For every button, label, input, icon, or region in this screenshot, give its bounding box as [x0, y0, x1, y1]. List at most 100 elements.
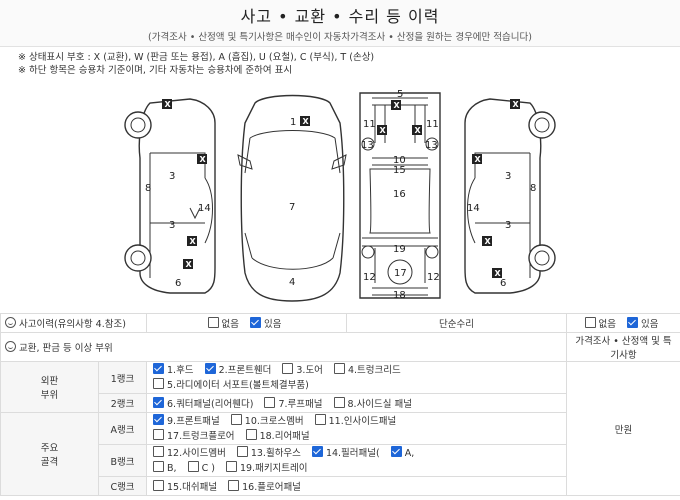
x-mark-icon	[187, 236, 197, 246]
history-table: 사고이력(유의사항 4.참조) 없음 있음 단순수리 없음 있음 교환, 판금 …	[0, 313, 680, 496]
svg-text:X: X	[394, 101, 401, 110]
frame-label-12-right: 12	[427, 272, 440, 283]
vehicle-diagram: 3 3 8 14 6 X X X X 1 X 7 4 5	[124, 89, 556, 302]
frame-label-10: 10	[393, 155, 406, 166]
inside-panel-checkbox[interactable]	[314, 413, 326, 425]
pillar-panel-checkbox[interactable]	[311, 445, 323, 457]
frame-label-19: 19	[393, 244, 406, 255]
radiator-support-checkbox[interactable]	[153, 377, 164, 389]
frame-label-16: 16	[393, 189, 406, 200]
accident-yes-label: 있음	[264, 319, 282, 330]
rankA-label: A랭크	[98, 412, 147, 445]
page-title: 사고 • 교환 • 수리 등 이력	[240, 7, 440, 26]
legend-notes: ※ 상태표시 부호 : X (교환), W (판금 또는 용접), A (흠집)…	[18, 51, 374, 77]
pillar-c-checkbox[interactable]	[187, 460, 199, 472]
left-door-rear-label: 3	[169, 220, 175, 231]
legend-note-symbols: ※ 상태표시 부호 : X (교환), W (판금 또는 용접), A (흠집)…	[18, 52, 375, 63]
top-view: 1 X 7 4	[237, 94, 347, 302]
svg-text:X: X	[495, 269, 502, 278]
door-checkbox[interactable]	[282, 362, 294, 374]
wheel-house-checkbox[interactable]	[236, 445, 248, 457]
exchange-label: 교환, 판금 등 이상 부위	[19, 343, 113, 354]
rear-panel-checkbox[interactable]	[245, 428, 257, 440]
dash-panel-checkbox[interactable]	[153, 480, 164, 491]
rank1-label: 1랭크	[98, 361, 147, 394]
left-side-view: 3 3 8 14 6 X X X X	[124, 98, 216, 294]
rankC-row: C랭크 15.대쉬패널 16.플로어패널	[1, 476, 680, 496]
trunk-lid-checkbox[interactable]	[333, 362, 345, 374]
frame-label-12-left: 12	[363, 272, 376, 283]
roof-panel-checkbox[interactable]	[264, 397, 276, 408]
accident-label: 사고이력(유의사항 4.참조)	[19, 319, 126, 330]
frame-label-18: 18	[393, 290, 406, 301]
right-side-view: 3 3 8 14 6 X X X X	[464, 98, 556, 294]
repair-no-checkbox[interactable]	[584, 317, 596, 328]
svg-text:X: X	[513, 100, 520, 109]
frame-label-11-left: 11	[363, 119, 376, 130]
trunk-label: 4	[289, 277, 295, 288]
left-pillar-label: 14	[198, 203, 211, 214]
right-rear-fender-label: 6	[500, 278, 506, 289]
svg-text:X: X	[380, 126, 387, 135]
x-mark-icon	[197, 154, 207, 164]
main-frame-label: 주요	[40, 443, 59, 454]
hood-checkbox[interactable]	[153, 362, 164, 374]
right-sill-label: 8	[530, 183, 536, 194]
cross-member-checkbox[interactable]	[230, 413, 242, 425]
svg-text:X: X	[303, 117, 310, 126]
svg-text:X: X	[475, 155, 482, 164]
smile-icon	[5, 317, 16, 328]
x-mark-icon	[510, 99, 520, 109]
exchange-header-row: 교환, 판금 등 이상 부위 가격조사 • 산정액 및 특기사항	[0, 332, 680, 362]
repair-yes-label: 있음	[641, 319, 659, 330]
price-value: 만원	[566, 361, 680, 496]
left-rear-fender-label: 6	[175, 278, 181, 289]
side-sill-checkbox[interactable]	[333, 397, 345, 408]
svg-text:X: X	[200, 155, 207, 164]
frame-label-5: 5	[397, 89, 403, 100]
price-header: 가격조사 • 산정액 및 특기사항	[566, 332, 680, 362]
accident-no-label: 없음	[221, 319, 239, 330]
x-mark-icon	[412, 125, 422, 135]
right-pillar-label: 14	[467, 203, 480, 214]
front-panel-checkbox[interactable]	[153, 413, 164, 425]
legend-note-basis: ※ 하단 항목은 승용차 기준이며, 기타 자동차는 승용차에 준하여 표시	[18, 65, 293, 76]
x-mark-icon	[162, 99, 172, 109]
frame-label-15: 15	[393, 165, 406, 176]
simple-repair-label: 단순수리	[346, 313, 567, 333]
repair-no-label: 없음	[598, 319, 616, 330]
frame-view: 5 9 X 11 11 X X 13 13 10 15 16 19 12 12 …	[359, 89, 441, 301]
accident-no-checkbox[interactable]	[207, 317, 219, 328]
svg-text:X: X	[485, 237, 492, 246]
svg-text:X: X	[190, 237, 197, 246]
pillar-a-checkbox[interactable]	[390, 445, 402, 457]
x-mark-icon	[183, 259, 193, 269]
accident-row: 사고이력(유의사항 4.참조) 없음 있음 단순수리 없음 있음	[0, 313, 680, 333]
smile-icon	[5, 341, 16, 352]
quarter-panel-checkbox[interactable]	[153, 397, 164, 408]
x-mark-icon	[391, 100, 401, 110]
package-tray-checkbox[interactable]	[225, 460, 237, 472]
repair-yes-checkbox[interactable]	[627, 317, 639, 328]
x-mark-icon	[482, 236, 492, 246]
frame-label-11-right: 11	[426, 119, 439, 130]
rankC-label: C랭크	[98, 476, 147, 496]
title-bar: 사고 • 교환 • 수리 등 이력 (가격조사 • 산정액 및 특기사항은 매수…	[0, 0, 680, 47]
trunk-floor-checkbox[interactable]	[153, 428, 164, 440]
side-member-checkbox[interactable]	[153, 445, 164, 457]
roof-label: 7	[289, 202, 295, 213]
page-subtitle: (가격조사 • 산정액 및 특기사항은 매수인이 자동차가격조사 • 산정을 원…	[148, 32, 532, 43]
right-door-rear-label: 3	[505, 220, 511, 231]
accident-yes-checkbox[interactable]	[250, 317, 262, 328]
hood-label: 1	[290, 117, 296, 128]
x-mark-icon	[472, 154, 482, 164]
x-mark-icon	[377, 125, 387, 135]
front-fender-checkbox[interactable]	[204, 362, 216, 374]
x-mark-icon	[300, 116, 310, 126]
pillar-b-checkbox[interactable]	[153, 460, 164, 472]
rank2-label: 2랭크	[98, 393, 147, 413]
outer-label: 외판	[40, 376, 59, 387]
floor-panel-checkbox[interactable]	[228, 480, 240, 491]
